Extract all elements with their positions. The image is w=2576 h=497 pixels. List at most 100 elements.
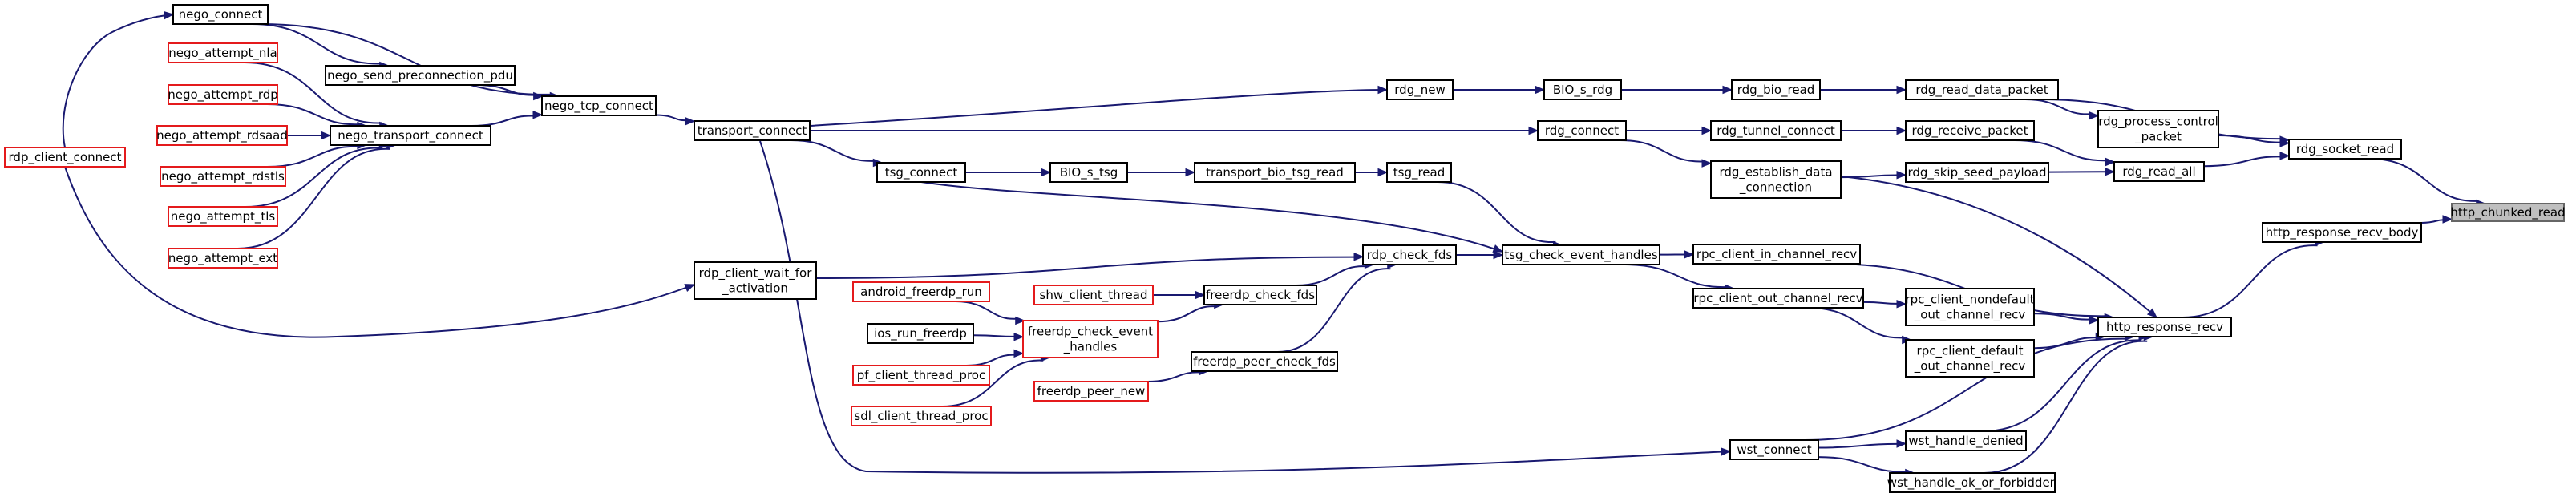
node-box[interactable] xyxy=(852,365,990,386)
node-rdg-read-all[interactable]: rdg_read_all xyxy=(2113,161,2205,182)
node-rdg-tunnel-connect[interactable]: rdg_tunnel_connect xyxy=(1710,120,1842,141)
node-nego-attempt-tls[interactable]: nego_attempt_tls xyxy=(168,206,278,227)
node-box[interactable] xyxy=(1692,244,1861,265)
node-box[interactable] xyxy=(852,281,990,302)
node-wst-connect[interactable]: wst_connect xyxy=(1729,439,1819,460)
node-rdg-bio-read[interactable]: rdg_bio_read xyxy=(1731,79,1821,100)
node-rdp-client-wait-for-activation[interactable]: rdp_client_wait_for_activation xyxy=(694,261,817,300)
node-box[interactable] xyxy=(1362,244,1457,265)
node-nego-tcp-connect[interactable]: nego_tcp_connect xyxy=(541,95,657,116)
node-box[interactable] xyxy=(1905,430,2027,451)
node-rdg-read-data-packet[interactable]: rdg_read_data_packet xyxy=(1905,79,2059,100)
node-http-response-recv-body[interactable]: http_response_recv_body xyxy=(2262,222,2422,243)
node-box[interactable] xyxy=(1710,120,1842,141)
node-box[interactable] xyxy=(867,323,974,344)
node-box[interactable] xyxy=(1194,162,1356,183)
node-rdp-check-fds[interactable]: rdp_check_fds xyxy=(1362,244,1457,265)
node-box[interactable] xyxy=(1386,162,1452,183)
node-box[interactable] xyxy=(1905,288,2035,326)
node-box[interactable] xyxy=(2097,110,2219,148)
node-freerdp-peer-new[interactable]: freerdp_peer_new xyxy=(1033,381,1149,402)
node-box[interactable] xyxy=(168,206,278,227)
node-box[interactable] xyxy=(160,166,286,187)
node-rdg-receive-packet[interactable]: rdg_receive_packet xyxy=(1905,120,2035,141)
node-wst-handle-denied[interactable]: wst_handle_denied xyxy=(1905,430,2027,451)
node-box[interactable] xyxy=(330,125,491,146)
node-nego-attempt-ext[interactable]: nego_attempt_ext xyxy=(168,248,278,269)
node-nego-connect[interactable]: nego_connect xyxy=(172,4,269,25)
node-box[interactable] xyxy=(694,261,817,300)
node-box[interactable] xyxy=(1692,288,1864,309)
node-tsg-connect[interactable]: tsg_connect xyxy=(876,162,966,183)
node-rpc-client-in-channel-recv[interactable]: rpc_client_in_channel_recv xyxy=(1692,244,1861,265)
node-box[interactable] xyxy=(1905,120,2035,141)
node-nego-transport-connect[interactable]: nego_transport_connect xyxy=(330,125,491,146)
node-box[interactable] xyxy=(1905,339,2035,378)
node-rdg-new[interactable]: rdg_new xyxy=(1386,79,1454,100)
node-rdg-process-control-packet[interactable]: rdg_process_control_packet xyxy=(2097,110,2219,148)
node-box[interactable] xyxy=(172,4,269,25)
node-box[interactable] xyxy=(156,125,288,146)
node-transport-bio-tsg-read[interactable]: transport_bio_tsg_read xyxy=(1194,162,1356,183)
node-BIO-s-tsg[interactable]: BIO_s_tsg xyxy=(1049,162,1128,183)
node-box[interactable] xyxy=(1729,439,1819,460)
node-box[interactable] xyxy=(1033,285,1154,305)
node-freerdp-check-event-handles[interactable]: freerdp_check_event_handles xyxy=(1022,320,1159,358)
node-box[interactable] xyxy=(1191,351,1338,372)
node-nego-send-preconnection-pdu[interactable]: nego_send_preconnection_pdu xyxy=(325,65,516,86)
node-box[interactable] xyxy=(694,120,811,141)
node-box[interactable] xyxy=(1386,79,1454,100)
node-sdl-client-thread-proc[interactable]: sdl_client_thread_proc xyxy=(851,406,992,426)
node-box[interactable] xyxy=(1203,285,1317,305)
node-rdg-skip-seed-payload[interactable]: rdg_skip_seed_payload xyxy=(1905,162,2049,183)
node-pf-client-thread-proc[interactable]: pf_client_thread_proc xyxy=(852,365,990,386)
node-box[interactable] xyxy=(1022,320,1159,358)
node-freerdp-peer-check-fds[interactable]: freerdp_peer_check_fds xyxy=(1191,351,1338,372)
node-box[interactable] xyxy=(1905,162,2049,183)
node-tsg-check-event-handles[interactable]: tsg_check_event_handles xyxy=(1502,244,1660,265)
node-nego-attempt-rdp[interactable]: nego_attempt_rdp xyxy=(168,84,278,105)
node-box[interactable] xyxy=(1537,120,1627,141)
node-rpc-client-default-out-channel-recv[interactable]: rpc_client_default_out_channel_recv xyxy=(1905,339,2035,378)
node-box[interactable] xyxy=(1710,160,1842,199)
node-rdg-socket-read[interactable]: rdg_socket_read xyxy=(2288,139,2402,160)
node-box[interactable] xyxy=(1905,79,2059,100)
node-http-response-recv[interactable]: http_response_recv xyxy=(2097,317,2232,337)
node-box[interactable] xyxy=(168,42,278,63)
node-http-chunked-read[interactable]: http_chunked_read xyxy=(2450,203,2566,222)
node-rdg-connect[interactable]: rdg_connect xyxy=(1537,120,1627,141)
node-box[interactable] xyxy=(541,95,657,116)
node-box[interactable] xyxy=(1889,472,2056,493)
node-box[interactable] xyxy=(1049,162,1128,183)
node-rpc-client-nondefault-out-channel-recv[interactable]: rpc_client_nondefault_out_channel_recv xyxy=(1905,288,2035,326)
node-box[interactable] xyxy=(2451,203,2565,222)
node-box[interactable] xyxy=(851,406,992,426)
node-box[interactable] xyxy=(325,65,516,86)
node-box[interactable] xyxy=(2113,161,2205,182)
node-box[interactable] xyxy=(1502,244,1660,265)
node-rdp-client-connect[interactable]: rdp_client_connect xyxy=(4,147,126,168)
node-box[interactable] xyxy=(168,248,278,269)
node-box[interactable] xyxy=(2262,222,2422,243)
node-rpc-client-out-channel-recv[interactable]: rpc_client_out_channel_recv xyxy=(1692,288,1864,309)
node-ios-run-freerdp[interactable]: ios_run_freerdp xyxy=(867,323,974,344)
node-box[interactable] xyxy=(2097,317,2232,337)
node-box[interactable] xyxy=(2288,139,2402,160)
node-box[interactable] xyxy=(1731,79,1821,100)
node-box[interactable] xyxy=(4,147,126,168)
node-box[interactable] xyxy=(1543,79,1622,100)
node-wst-handle-ok-or-forbidden[interactable]: wst_handle_ok_or_forbidden xyxy=(1887,472,2057,493)
node-box[interactable] xyxy=(876,162,966,183)
node-nego-attempt-rdsaad[interactable]: nego_attempt_rdsaad xyxy=(156,125,288,146)
node-box[interactable] xyxy=(1033,381,1149,402)
node-shw-client-thread[interactable]: shw_client_thread xyxy=(1033,285,1154,305)
node-transport-connect[interactable]: transport_connect xyxy=(694,120,811,141)
node-nego-attempt-rdstls[interactable]: nego_attempt_rdstls xyxy=(160,166,286,187)
node-nego-attempt-nla[interactable]: nego_attempt_nla xyxy=(168,42,278,63)
node-BIO-s-rdg[interactable]: BIO_s_rdg xyxy=(1543,79,1622,100)
node-android-freerdp-run[interactable]: android_freerdp_run xyxy=(852,281,990,302)
node-tsg-read[interactable]: tsg_read xyxy=(1386,162,1452,183)
node-box[interactable] xyxy=(168,84,278,105)
node-rdg-establish-data-connection[interactable]: rdg_establish_data_connection xyxy=(1710,160,1842,199)
node-freerdp-check-fds[interactable]: freerdp_check_fds xyxy=(1203,285,1317,305)
